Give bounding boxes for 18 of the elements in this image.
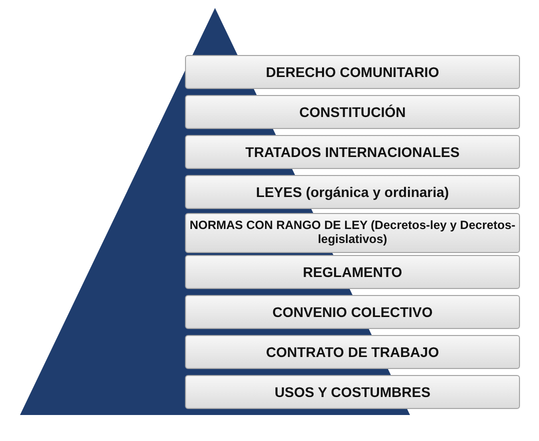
level-box [185,295,520,329]
level-box [185,55,520,89]
level-box [185,213,520,253]
level-label: REGLAMENTO [302,264,402,280]
level-label: LEYES (orgánica y ordinaria) [256,184,449,200]
level-box [185,135,520,169]
level-label: DERECHO COMUNITARIO [266,64,440,80]
level-label: USOS Y COSTUMBRES [274,384,430,400]
level-label: NORMAS CON RANGO DE LEY (Decretos-ley y Decretos-legislativos) [188,219,516,247]
level-box [185,175,520,209]
level-box [185,375,520,409]
level-label: CONSTITUCIÓN [299,104,406,120]
level-label: TRATADOS INTERNACIONALES [245,144,460,160]
level-box [185,95,520,129]
level-box [185,255,520,289]
level-box [185,335,520,369]
level-label: CONTRATO DE TRABAJO [266,344,439,360]
level-label: CONVENIO COLECTIVO [272,304,433,320]
